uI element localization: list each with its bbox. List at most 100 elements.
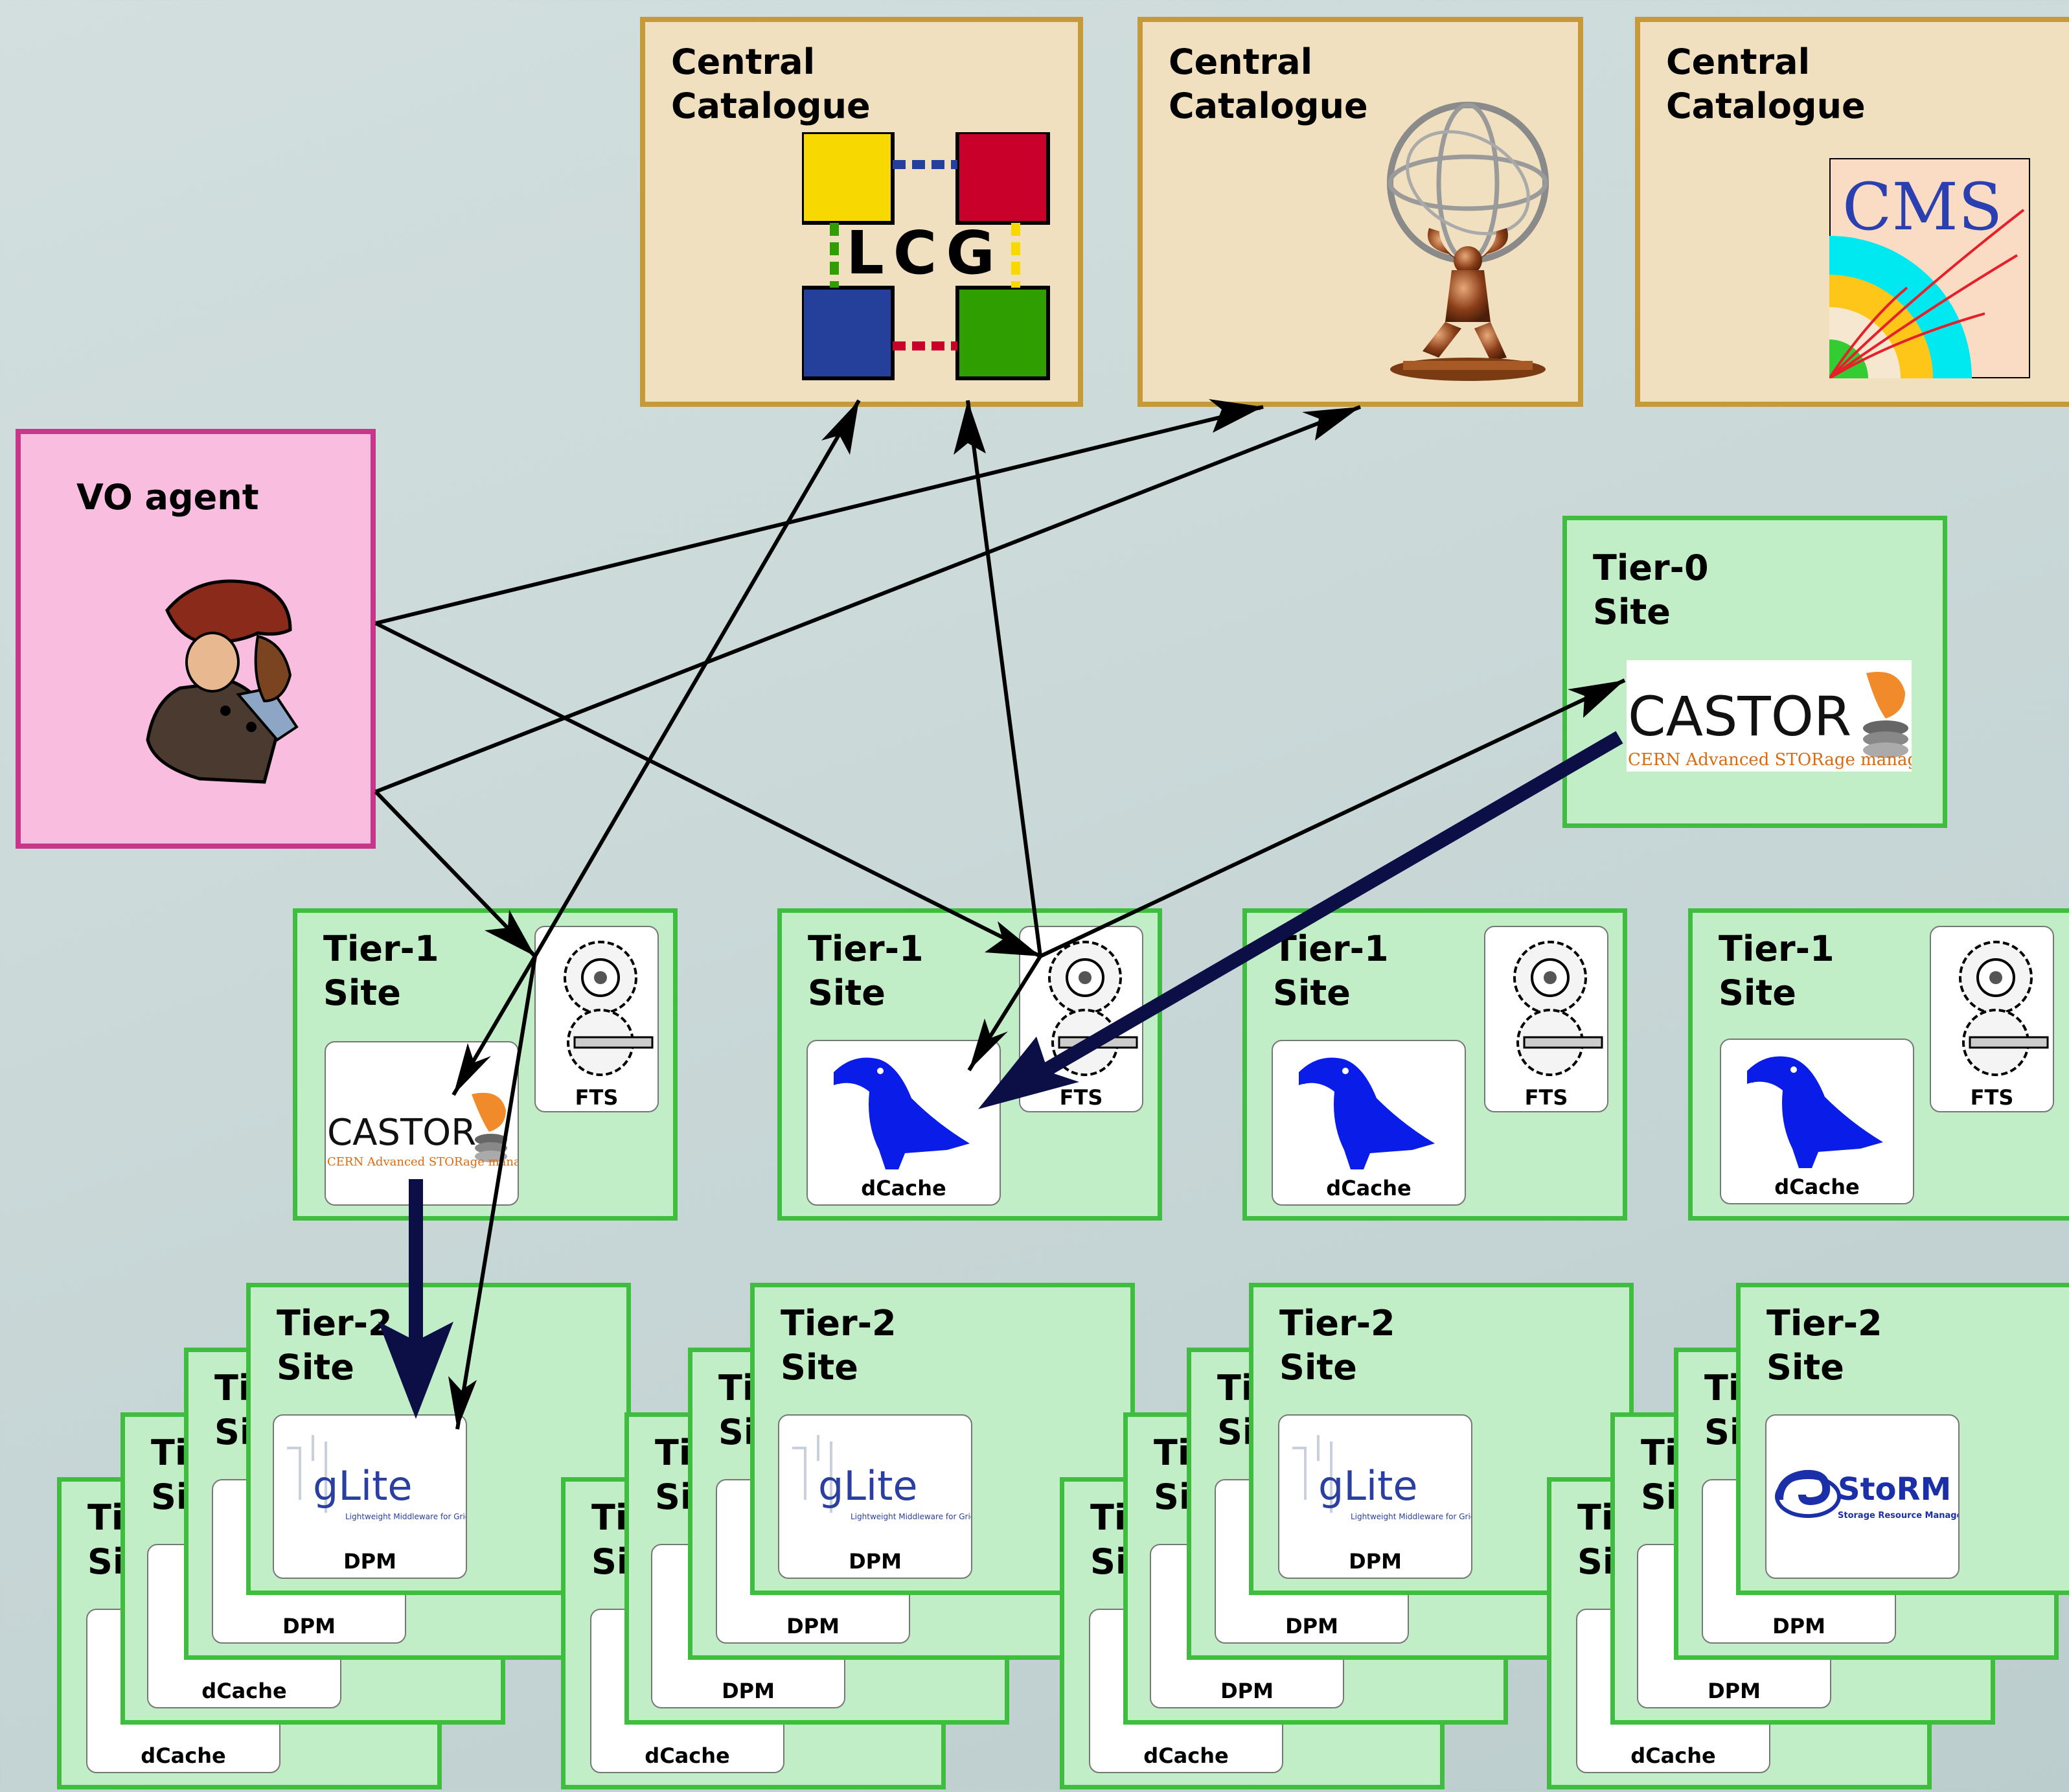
bulk-transfer-tier0-to-tier1 — [1033, 731, 1623, 1082]
glite-dpm-card: gLite Lightweight Middleware for Grid Co… — [778, 1414, 972, 1579]
tier2-partial-title: Si — [1577, 1541, 1615, 1582]
tier2-partial-title: Si — [1217, 1412, 1255, 1453]
tier2-partial-title: Ti — [655, 1432, 691, 1473]
storage-label: DPM — [1285, 1614, 1338, 1638]
arrow-fts1-to-glite — [455, 956, 537, 1430]
dcache-storage-card: dCache — [806, 1040, 1001, 1206]
glite-dpm-card: gLite Lightweight Middleware for Grid Co… — [1278, 1414, 1472, 1579]
tier1-site-dcache-3: Tier-1 Site dCache FTS — [1688, 908, 2069, 1221]
bulk-transfer-arrowhead-tier0 — [978, 1037, 1079, 1109]
arrowhead-tier0 — [1568, 680, 1625, 718]
svg-text:LCG: LCG — [846, 218, 1004, 288]
tier2-title: Tier-2 Site — [1279, 1303, 1395, 1388]
arrowhead-atlas-2 — [1302, 407, 1360, 441]
storage-label: dCache — [1630, 1743, 1716, 1768]
tier2-partial-title: Ti — [1704, 1368, 1741, 1408]
tier1-title: Tier-1 Site — [808, 928, 924, 1013]
arrowhead-dcache — [969, 1018, 1008, 1070]
arrowhead-fts2 — [985, 921, 1040, 956]
arrowhead-lcg-2 — [954, 400, 986, 455]
cms-logo: CMS — [1829, 158, 2030, 378]
tier1-title: Tier-1 Site — [1719, 928, 1835, 1013]
tier2-partial-title: Ti — [214, 1368, 251, 1408]
central-catalogue-lcg: Central Catalogue LCG — [640, 17, 1083, 407]
lcg-logo: LCG — [802, 132, 1050, 380]
storage-label: DPM — [1772, 1614, 1825, 1638]
dpm-label: DPM — [1349, 1549, 1402, 1574]
tier2-partial-title: Si — [1641, 1476, 1678, 1517]
tier2-partial-title: Ti — [1641, 1432, 1677, 1473]
dpm-label: DPM — [849, 1549, 902, 1574]
tier2-partial-title: Ti — [718, 1368, 755, 1408]
glite-dpm-card: gLite Lightweight Middleware for Grid Co… — [273, 1414, 467, 1579]
tier2-partial-title: Ti — [87, 1497, 124, 1538]
glite-subtitle: Lightweight Middleware for Grid Computin… — [851, 1512, 971, 1521]
tier2-title: Tier-2 Site — [1766, 1303, 1882, 1388]
tier2-partial-title: Ti — [1090, 1497, 1126, 1538]
arrowhead-lcg-1 — [821, 400, 859, 455]
tier2-partial-title: Si — [591, 1541, 629, 1582]
castor-logo: CASTOR CERN Advanced STORage manager — [1627, 660, 1937, 772]
tier2-partial-title: Si — [718, 1412, 756, 1453]
tier2-title: Tier-2 Site — [277, 1303, 393, 1388]
fts-label: FTS — [1524, 1085, 1568, 1110]
storm-subtitle: Storage Resource Manager — [1838, 1511, 1958, 1521]
tier2-front-site: Tier-2 Site gLite Lightweight Middleware… — [1249, 1283, 1634, 1595]
atlas-logo — [1387, 102, 1549, 381]
arrowhead-glite — [448, 1376, 477, 1429]
tier2-partial-title: Si — [1704, 1412, 1742, 1453]
central-catalogue-atlas: Central Catalogue — [1137, 17, 1583, 407]
castor-storage-card: CASTOR CERN Advanced STORage manager — [325, 1041, 519, 1206]
arrow-fts2-to-lcg — [966, 400, 1042, 957]
castor-subtitle: CERN Advanced STORage manager — [327, 1155, 518, 1169]
vo-agent-title: VO agent — [76, 477, 259, 518]
tier1-site-dcache-2: Tier-1 Site dCache FTS — [1242, 908, 1627, 1221]
storage-label: DPM — [282, 1614, 336, 1638]
arrow-vo-to-atlas — [375, 405, 1264, 625]
fts-label: FTS — [575, 1085, 619, 1110]
tier2-partial-title: Ti — [1577, 1497, 1614, 1538]
tier2-partial-title: Si — [655, 1476, 692, 1517]
tier2-title: Tier-2 Site — [781, 1303, 897, 1388]
tier2-partial-title: Ti — [591, 1497, 628, 1538]
storage-label: DPM — [1708, 1679, 1761, 1703]
central-catalogue-cms: Central Catalogue CMS — [1635, 17, 2069, 407]
tier2-partial-title: Si — [214, 1412, 252, 1453]
arrowhead-fts1 — [485, 910, 535, 956]
storage-label: DPM — [786, 1614, 840, 1638]
tier2-partial-title: Si — [1090, 1541, 1128, 1582]
dcache-label: dCache — [1774, 1175, 1860, 1199]
arrow-fts2-to-tier0 — [1039, 678, 1626, 958]
castor-wordmark: CASTOR — [1628, 685, 1851, 748]
tier2-partial-title: Si — [1154, 1476, 1191, 1517]
glite-wordmark: gLite — [1318, 1462, 1418, 1510]
fts-card: FTS — [1484, 926, 1608, 1112]
bulk-transfer-arrowhead-tier1 — [378, 1322, 453, 1419]
tier0-title: Tier-0 Site — [1593, 547, 1709, 632]
glite-wordmark: gLite — [818, 1462, 918, 1510]
storm-wordmark: StoRM — [1838, 1471, 1951, 1508]
storage-label: dCache — [201, 1679, 287, 1703]
tier2-partial-title: Ti — [151, 1432, 187, 1473]
agent-figure-icon — [146, 579, 299, 784]
storage-label: dCache — [1143, 1743, 1229, 1768]
castor-subtitle: CERN Advanced STORage manager — [1628, 750, 1912, 770]
storm-card: StoRM Storage Resource Manager — [1765, 1414, 1967, 1579]
storage-label: dCache — [141, 1743, 226, 1768]
storage-label: dCache — [645, 1743, 730, 1768]
glite-subtitle: Lightweight Middleware for Grid Computin… — [1351, 1512, 1471, 1521]
fts-card: FTS — [1930, 926, 2054, 1112]
storm-logo: StoRM Storage Resource Manager — [1775, 1469, 1967, 1521]
tier1-site-castor: Tier-1 Site CASTOR CERN Advanced STORage… — [293, 908, 678, 1221]
fts-card: FTS — [534, 926, 659, 1112]
dcache-storage-card: dCache — [1272, 1040, 1466, 1206]
tier2-partial-title: Ti — [1154, 1432, 1190, 1473]
svg-text:CMS: CMS — [1842, 169, 2002, 245]
glite-wordmark: gLite — [313, 1462, 413, 1510]
dcache-storage-card: dCache — [1720, 1039, 1914, 1204]
fts-label: FTS — [1970, 1085, 2014, 1110]
storage-label: DPM — [1220, 1679, 1274, 1703]
castor-wordmark: CASTOR — [327, 1112, 476, 1154]
